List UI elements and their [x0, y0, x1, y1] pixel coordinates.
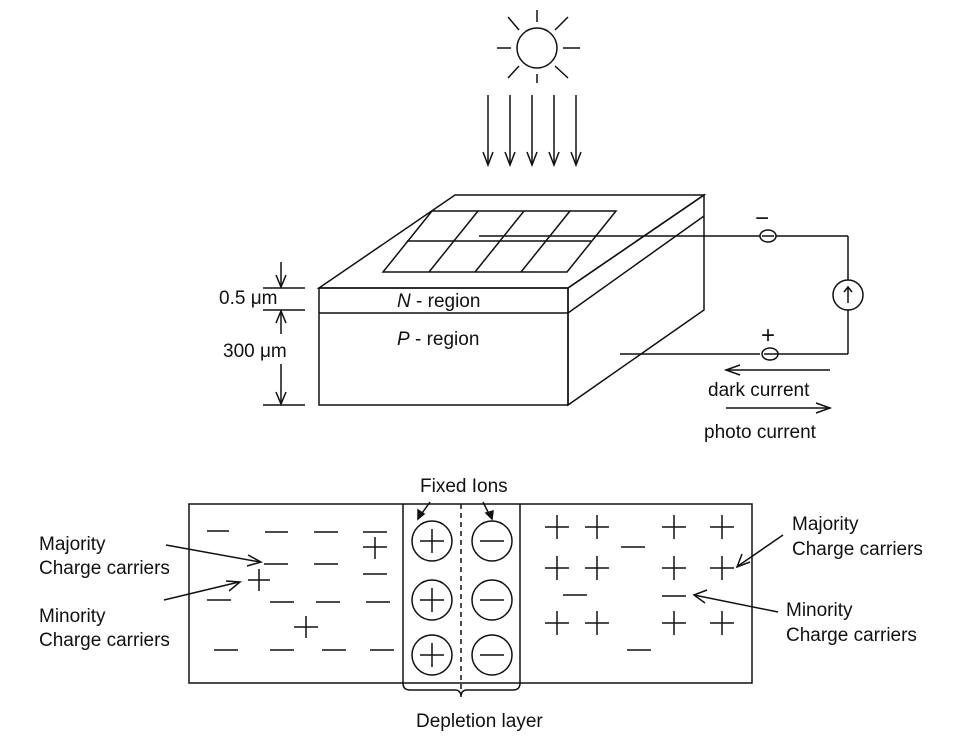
dark-current-label: dark current — [708, 380, 810, 401]
fixed-ion-arrows — [417, 501, 494, 521]
circled-plus-ion — [411, 579, 453, 621]
terminal-plus-sign: + — [761, 322, 775, 349]
right-minority-label: Minority — [786, 600, 853, 621]
light-ray-arrow — [526, 95, 538, 168]
external-circuit — [479, 235, 849, 355]
negative-fixed-ions — [471, 520, 513, 676]
front-contact-grid — [381, 210, 618, 273]
circled-plus-ion — [411, 634, 453, 676]
depletion-layer-label: Depletion layer — [416, 711, 543, 732]
right-minority-label-line2: Charge carriers — [786, 625, 917, 646]
left-minority-label-line2: Charge carriers — [39, 630, 170, 651]
p-thickness-label: 300 μm — [223, 341, 287, 362]
sun-icon — [497, 10, 580, 83]
p-side-carriers — [545, 515, 734, 651]
left-minority-label: Minority — [39, 606, 106, 627]
light-ray-arrow — [482, 95, 494, 168]
circled-minus-ion — [471, 579, 513, 621]
left-pointer-arrows — [163, 544, 263, 601]
thickness-dimensions — [263, 262, 305, 406]
positive-terminal — [761, 347, 779, 361]
light-ray-arrow — [548, 95, 560, 168]
circled-plus-ion — [411, 520, 453, 562]
n-side-carriers — [207, 530, 394, 651]
circled-minus-ion — [471, 520, 513, 562]
left-majority-label: Majority — [39, 534, 106, 555]
p-region-label: P - region — [397, 329, 479, 350]
light-ray-arrow — [570, 95, 582, 168]
light-ray-arrow — [504, 95, 516, 168]
negative-terminal — [759, 229, 777, 243]
depletion-layer-brace — [402, 682, 521, 698]
terminal-minus-sign: − — [755, 205, 769, 232]
photo-current-arrow — [726, 402, 833, 414]
solar-cell-block — [316, 193, 707, 407]
photo-current-label: photo current — [704, 422, 817, 443]
cell-side-face — [567, 193, 705, 407]
positive-fixed-ions — [411, 520, 453, 676]
left-majority-label-line2: Charge carriers — [39, 558, 170, 579]
circled-minus-ion — [471, 634, 513, 676]
n-region-label: N - region — [397, 291, 480, 312]
dark-current-arrow — [723, 364, 830, 376]
n-thickness-label: 0.5 μm — [219, 288, 277, 309]
right-majority-label: Majority — [792, 514, 859, 535]
fixed-ions-label: Fixed Ions — [420, 476, 508, 497]
current-source-icon — [832, 279, 864, 311]
right-majority-label-line2: Charge carriers — [792, 539, 923, 560]
right-pointer-arrows — [692, 534, 784, 613]
light-rays — [482, 95, 582, 168]
